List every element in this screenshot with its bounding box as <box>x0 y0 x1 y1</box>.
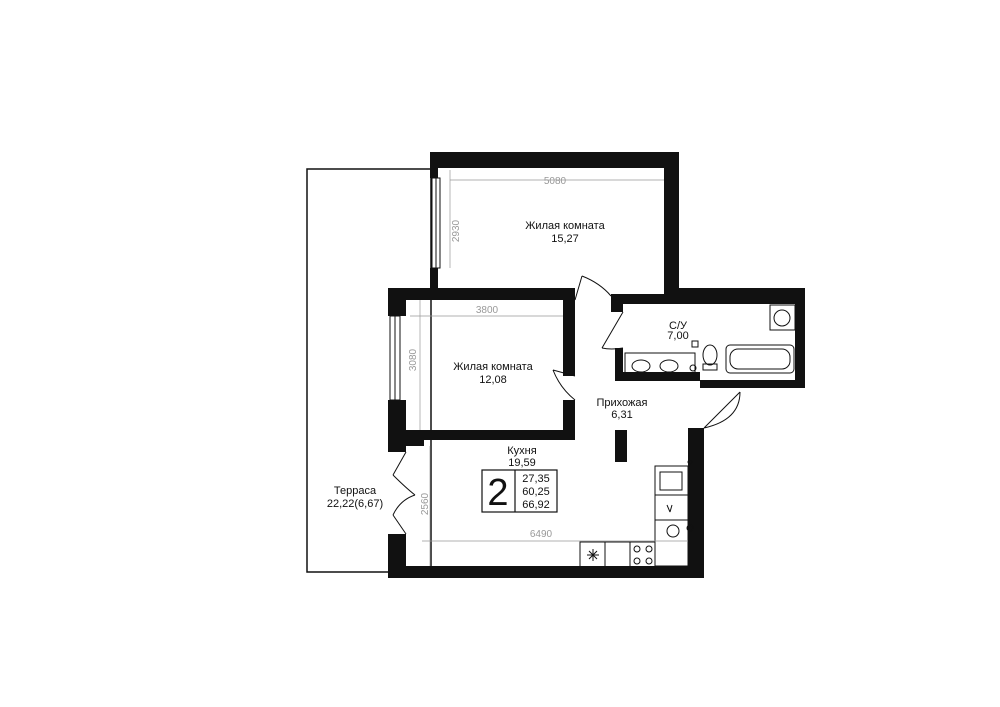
room-area-living-2: 12,08 <box>479 374 507 386</box>
room-name-hallway: Прихожая <box>597 397 648 409</box>
room-area-terrace: 22,22(6,67) <box>327 498 383 510</box>
dim-room2-height: 3080 <box>408 348 419 371</box>
kitchen-fixtures <box>579 459 694 568</box>
terrace <box>306 168 432 573</box>
summary-box <box>481 469 558 513</box>
rooms-count: 2 <box>487 472 508 514</box>
room-area-living-1: 15,27 <box>551 233 579 245</box>
room-name-terrace: Терраса <box>334 485 377 497</box>
area-total: 60,25 <box>522 486 550 498</box>
dim-kitchen-height: 2560 <box>420 492 431 515</box>
bathroom-fixtures <box>624 304 796 376</box>
dim-room2-width: 3800 <box>476 305 499 316</box>
dimension-lines <box>410 170 688 566</box>
area-total-with-terrace: 66,92 <box>522 499 550 511</box>
area-living: 27,35 <box>522 473 550 485</box>
walls <box>388 152 805 578</box>
room-name-living-2: Жилая комната <box>453 361 533 373</box>
room-area-kitchen: 19,59 <box>508 457 536 469</box>
room-area-bathroom: 7,00 <box>667 330 688 342</box>
windows <box>389 177 441 401</box>
doors <box>392 275 741 535</box>
dim-room1-height: 2930 <box>451 219 462 242</box>
dim-kitchen-width: 6490 <box>530 529 553 540</box>
room-area-hallway: 6,31 <box>611 409 632 421</box>
dim-room1-width: 5080 <box>544 176 567 187</box>
room-name-living-1: Жилая комната <box>525 220 605 232</box>
room-name-bathroom: С/У <box>669 320 688 332</box>
room-name-kitchen: Кухня <box>507 445 536 457</box>
